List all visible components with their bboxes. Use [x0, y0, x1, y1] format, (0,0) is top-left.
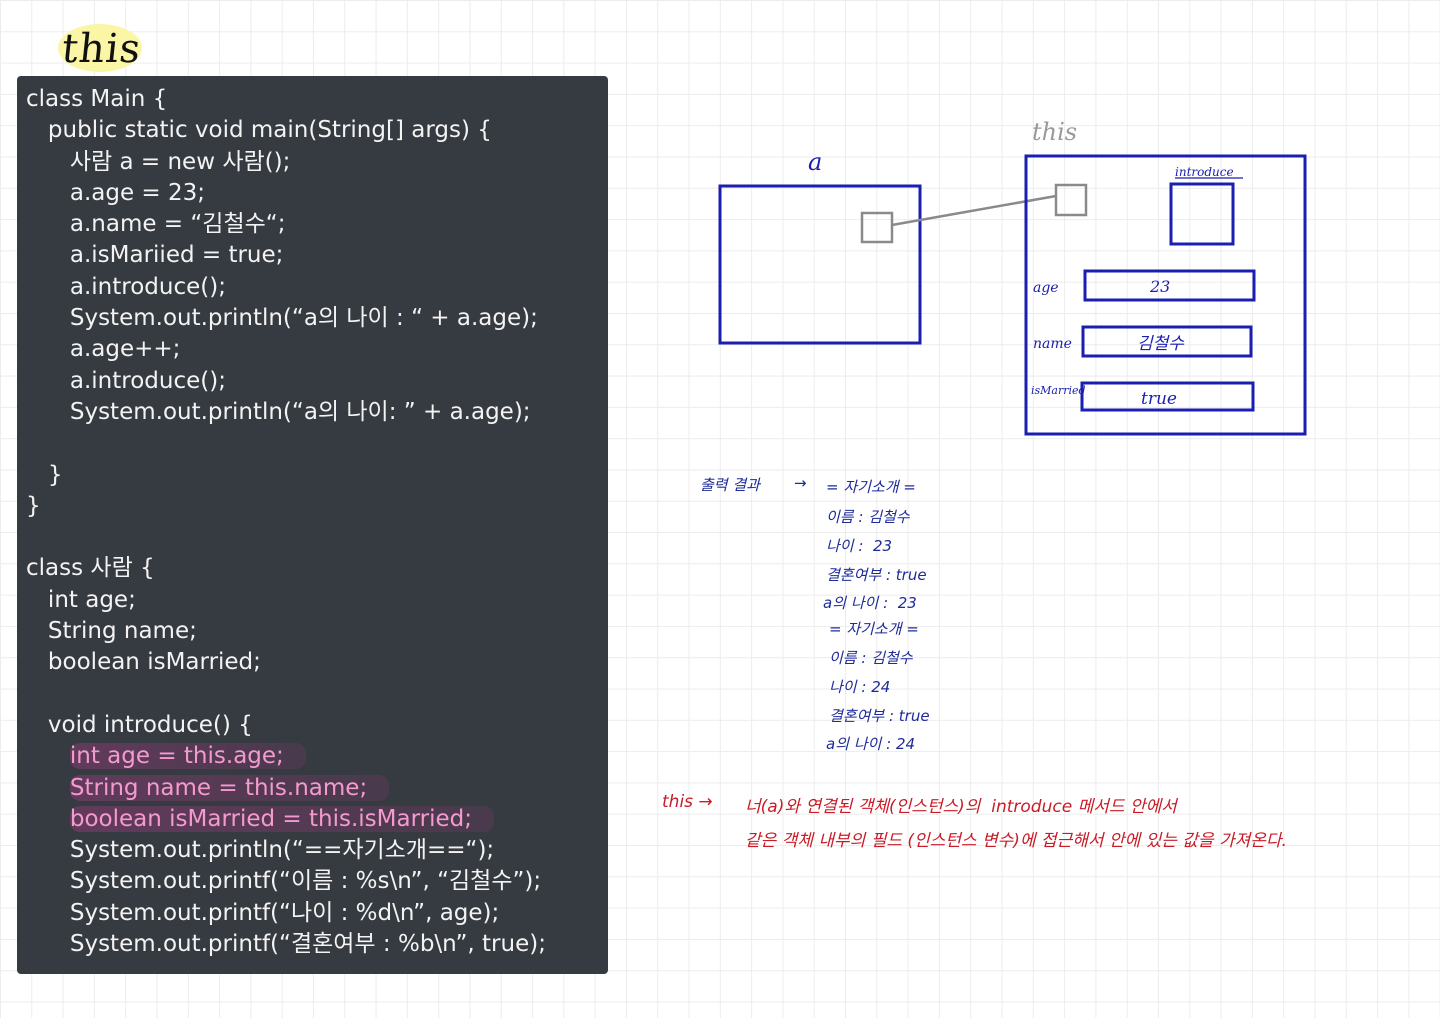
code-line: class Main { [26, 86, 168, 112]
field-age-value: 23 [1149, 277, 1170, 296]
code-line: 사람 a = new 사람(); [26, 148, 291, 175]
note-line-1: 너(a)와 연결된 객체(인스턴스)의 introduce 메서드 안에서 [745, 797, 1177, 817]
code-line: boolean isMarried = this.isMarried; [26, 804, 608, 835]
object-a-box [718, 184, 922, 345]
code-line: System.out.println(“==자기소개==“); [26, 837, 495, 864]
code-line: public static void main(String[] args) { [26, 117, 492, 144]
code-line: a.age++; [26, 336, 181, 363]
field-ismarried-box [1080, 381, 1255, 412]
code-panel: class Main { public static void main(Str… [17, 76, 608, 974]
title-highlight [58, 24, 142, 72]
code-line: int age; [26, 586, 136, 613]
output-label: 출력 결과 [700, 476, 760, 494]
output-line: 이름 : 김철수 [826, 508, 910, 526]
field-age-label: age [1033, 280, 1059, 296]
output-arrow: → [794, 474, 807, 492]
field-ismarried-value: true [1141, 389, 1177, 409]
field-age-box [1083, 269, 1256, 302]
output-line: 나이 : 23 [826, 537, 893, 555]
code-line: a.introduce(); [26, 273, 226, 300]
field-name-box [1081, 325, 1253, 358]
output-line: = 자기소개 = [829, 620, 919, 638]
code-line: a.name = “김철수“; [26, 211, 286, 238]
output-line: 결혼여부 : true [826, 566, 927, 584]
field-name-value: 김철수 [1137, 334, 1185, 354]
object-a-label: a [808, 148, 822, 176]
object-a-ref-cell [860, 211, 894, 244]
this-object-box [1024, 154, 1307, 436]
code-line: String name; [26, 618, 197, 645]
code-line: } [26, 461, 63, 488]
reference-link [891, 194, 1057, 227]
method-box [1169, 182, 1235, 246]
field-ismarried-label: isMarried [1031, 384, 1086, 397]
code-line: a.introduce(); [26, 367, 226, 394]
code-line: String name = this.name; [26, 773, 608, 804]
field-name-label: name [1033, 336, 1072, 352]
output-line: = 자기소개 = [826, 478, 916, 496]
this-ref-cell [1054, 183, 1088, 217]
code-line: System.out.printf(“결혼여부 : %b\n”, true); [26, 931, 546, 958]
code-line: System.out.println(“a의 나이: ” + a.age); [26, 398, 531, 425]
highlighted-code: boolean isMarried = this.isMarried; [69, 805, 494, 832]
method-label: introduce [1175, 165, 1234, 179]
code-line: System.out.printf(“나이 : %d\n”, age); [26, 899, 500, 926]
output-line: a의 나이 : 24 [826, 735, 916, 753]
output-line: a의 나이 : 23 [823, 594, 917, 612]
code-line: System.out.printf(“이름 : %s\n”, “김철수”); [26, 868, 542, 895]
code-line: a.age = 23; [26, 179, 206, 206]
this-label: this [1032, 118, 1077, 146]
code-line: int age = this.age; [26, 741, 608, 772]
output-line: 이름 : 김철수 [829, 649, 913, 667]
output-line: 나이 : 24 [829, 678, 891, 696]
code-line: boolean isMarried; [26, 649, 261, 676]
output-line: 결혼여부 : true [829, 707, 930, 725]
code-line: a.isMariied = true; [26, 242, 284, 269]
code-line: void introduce() { [26, 711, 253, 738]
note-lead: this → [662, 792, 713, 812]
highlighted-code: String name = this.name; [69, 774, 390, 801]
highlighted-code: int age = this.age; [69, 743, 306, 770]
note-line-2: 같은 객체 내부의 필드 (인스턴스 변수)에 접근해서 안에 있는 값을 가져… [745, 831, 1287, 851]
code-line: } [26, 492, 41, 519]
code-line: class 사람 { [26, 555, 155, 582]
code-line: System.out.println(“a의 나이 : “ + a.age); [26, 305, 538, 332]
